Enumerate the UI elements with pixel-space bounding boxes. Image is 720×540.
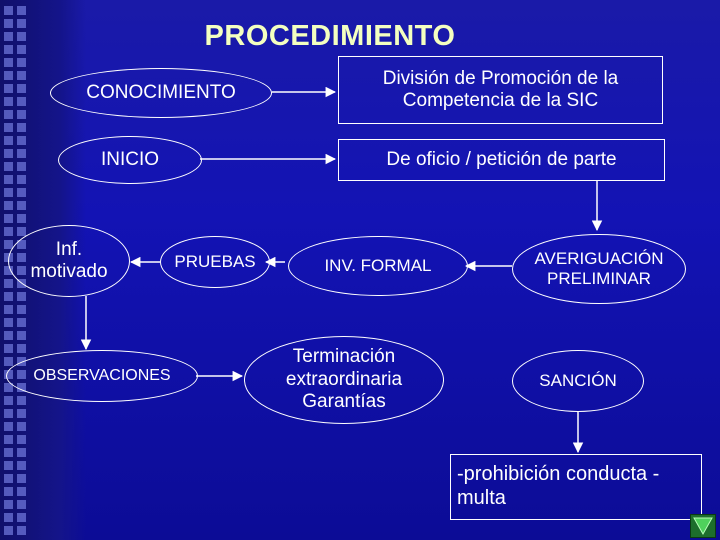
next-slide-icon[interactable] xyxy=(690,514,716,538)
node-inf-motivado: Inf. motivado xyxy=(8,225,130,297)
node-inv-formal: INV. FORMAL xyxy=(288,236,468,296)
node-prohibicion: -prohibición conducta - multa xyxy=(450,454,702,520)
node-de-oficio: De oficio / petición de parte xyxy=(338,139,665,181)
node-inicio: INICIO xyxy=(58,136,202,184)
node-terminacion: Terminación extraordinaria Garantías xyxy=(244,336,444,424)
decorative-squares-column xyxy=(4,6,13,536)
node-division: División de Promoción de la Competencia … xyxy=(338,56,663,124)
node-conocimiento: CONOCIMIENTO xyxy=(50,68,272,118)
slide-title: PROCEDIMIENTO xyxy=(204,20,456,52)
node-pruebas: PRUEBAS xyxy=(160,236,270,288)
node-observaciones: OBSERVACIONES xyxy=(6,350,198,402)
node-sancion: SANCIÓN xyxy=(512,350,644,412)
node-averiguacion: AVERIGUACIÓN PRELIMINAR xyxy=(512,234,686,304)
